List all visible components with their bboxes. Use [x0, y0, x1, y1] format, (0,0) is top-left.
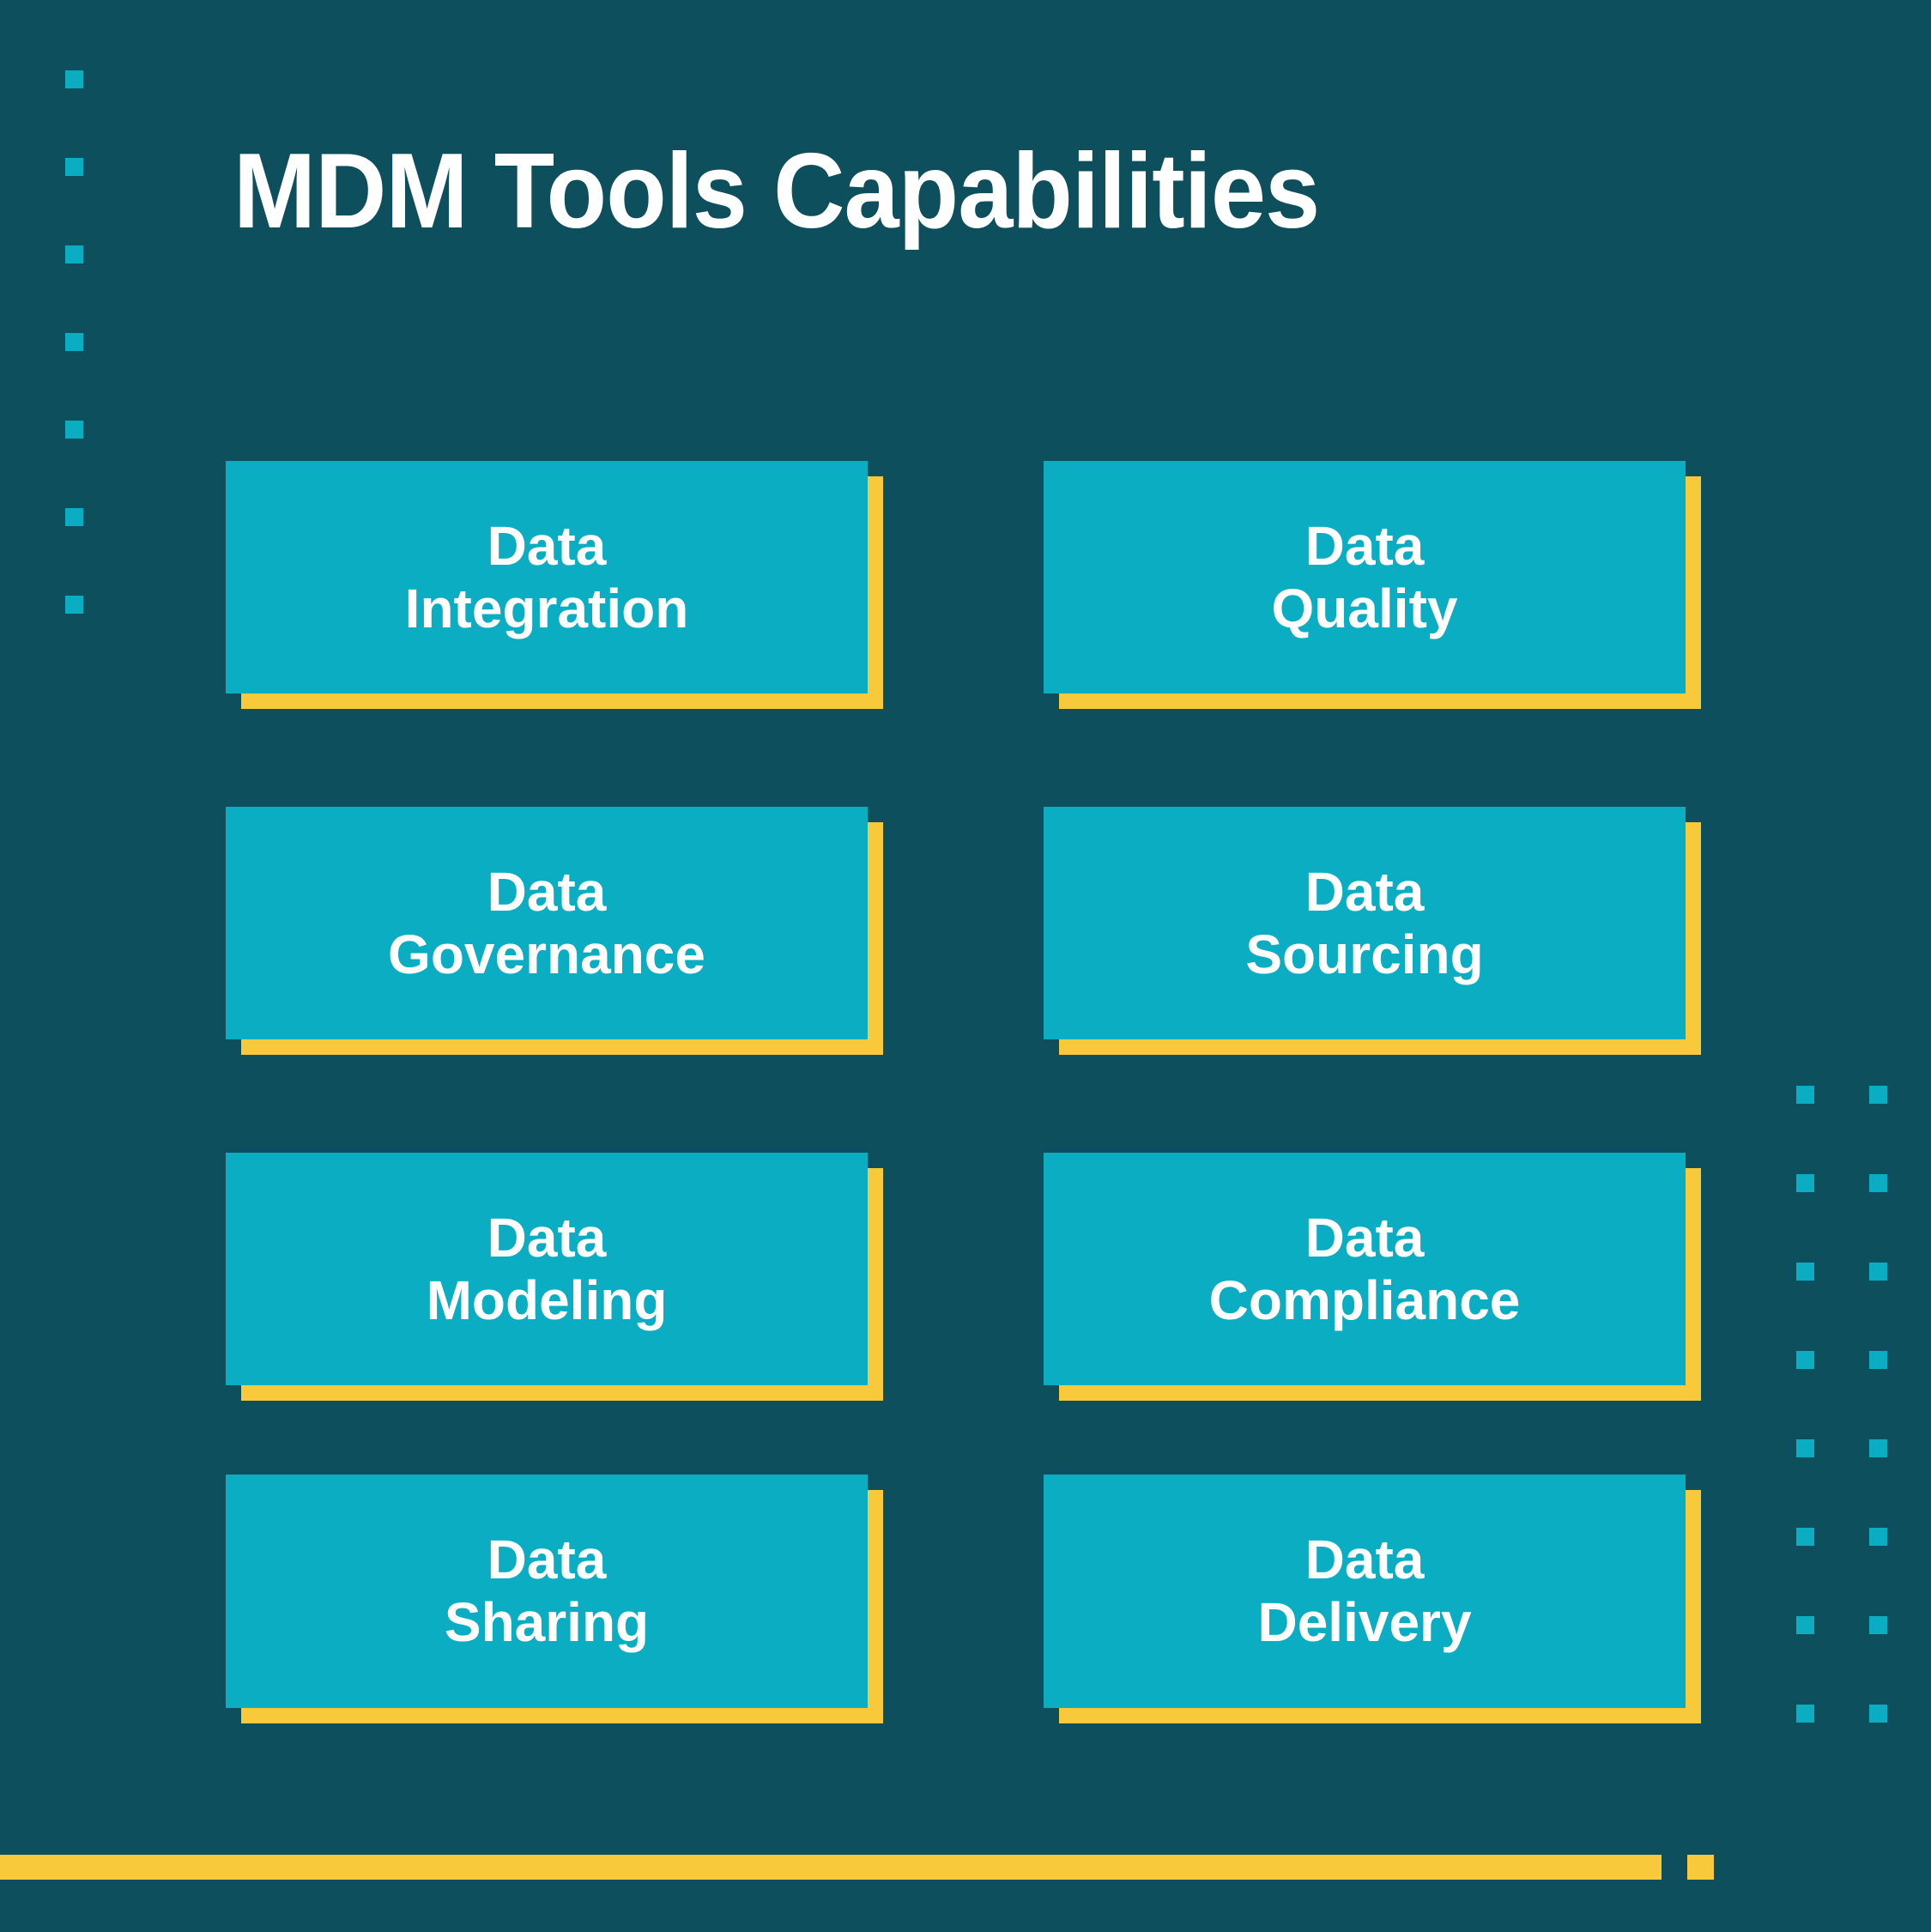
card-label: Data Modeling	[426, 1206, 668, 1331]
capability-card-data-compliance[interactable]: Data Compliance	[1044, 1153, 1701, 1401]
decorative-square-dot	[1869, 1705, 1887, 1723]
capability-card-data-integration[interactable]: Data Integration	[226, 461, 883, 709]
card-surface[interactable]: Data Delivery	[1044, 1475, 1686, 1708]
decorative-square-dot	[1796, 1616, 1814, 1634]
card-surface[interactable]: Data Compliance	[1044, 1153, 1686, 1385]
capability-card-data-delivery[interactable]: Data Delivery	[1044, 1475, 1701, 1723]
bottom-accent-bar	[0, 1855, 1662, 1880]
decorative-square-dot	[1869, 1351, 1887, 1369]
capability-card-data-governance[interactable]: Data Governance	[226, 807, 883, 1055]
card-label: Data Integration	[404, 514, 689, 639]
decorative-square-dot	[1796, 1528, 1814, 1546]
decorative-square-dot	[1869, 1263, 1887, 1281]
decorative-square-dot	[1869, 1616, 1887, 1634]
card-label: Data Sourcing	[1245, 860, 1484, 985]
decorative-square-dot	[1796, 1351, 1814, 1369]
card-label: Data Quality	[1271, 514, 1458, 639]
capability-card-data-sourcing[interactable]: Data Sourcing	[1044, 807, 1701, 1055]
decorative-square-dot	[1796, 1086, 1814, 1104]
card-surface[interactable]: Data Sharing	[226, 1475, 868, 1708]
decorative-square-dot	[65, 70, 83, 88]
decorative-square-dot	[1869, 1174, 1887, 1192]
bottom-accent-bar-segment	[1687, 1855, 1714, 1880]
card-label: Data Governance	[388, 860, 705, 985]
decorative-square-dot	[1869, 1528, 1887, 1546]
decorative-square-dot	[65, 421, 83, 439]
card-label: Data Delivery	[1257, 1529, 1472, 1653]
card-surface[interactable]: Data Integration	[226, 461, 868, 693]
card-surface[interactable]: Data Governance	[226, 807, 868, 1039]
decorative-square-dot	[1796, 1174, 1814, 1192]
card-surface[interactable]: Data Modeling	[226, 1153, 868, 1385]
decorative-square-dot	[1796, 1439, 1814, 1457]
decorative-square-dot	[65, 333, 83, 351]
card-surface[interactable]: Data Quality	[1044, 461, 1686, 693]
decorative-square-dot	[1796, 1705, 1814, 1723]
capability-card-data-sharing[interactable]: Data Sharing	[226, 1475, 883, 1723]
decorative-square-dot	[1869, 1439, 1887, 1457]
card-label: Data Compliance	[1208, 1206, 1521, 1331]
decorative-square-dot	[65, 245, 83, 263]
decorative-square-dot	[1869, 1086, 1887, 1104]
decorative-square-dot	[65, 596, 83, 614]
decorative-square-dot	[1796, 1263, 1814, 1281]
card-label: Data Sharing	[444, 1529, 650, 1653]
capability-card-data-modeling[interactable]: Data Modeling	[226, 1153, 883, 1401]
decorative-square-dot	[65, 158, 83, 176]
decorative-square-dot	[65, 508, 83, 526]
page-title: MDM Tools Capabilities	[233, 132, 1320, 251]
capability-card-data-quality[interactable]: Data Quality	[1044, 461, 1701, 709]
card-surface[interactable]: Data Sourcing	[1044, 807, 1686, 1039]
